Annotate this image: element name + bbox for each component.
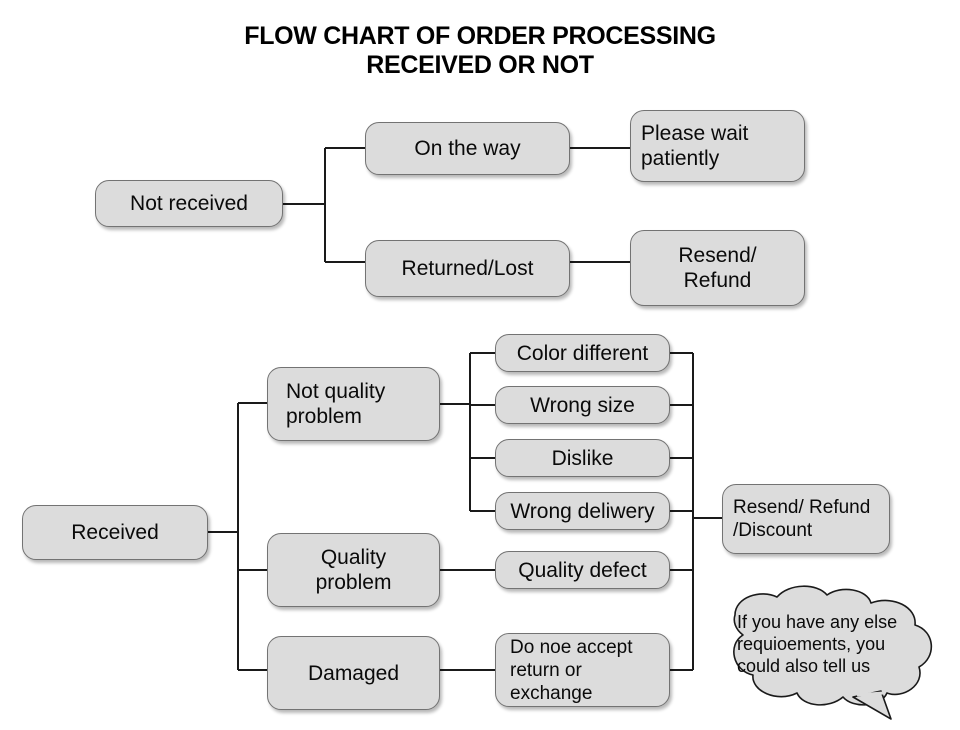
node-resend-refund[interactable]: Resend/ Refund <box>630 230 805 306</box>
page-title: FLOW CHART OF ORDER PROCESSING RECEIVED … <box>244 22 716 79</box>
node-label: Returned/Lost <box>401 257 534 280</box>
node-label: Wrong size <box>530 393 635 417</box>
node-label: Resend/ Refund <box>678 244 757 292</box>
callout-bubble[interactable]: If you have any else requioements, you c… <box>705 585 945 725</box>
node-wrong-size[interactable]: Wrong size <box>495 386 670 424</box>
node-label: Quality problem <box>315 546 392 594</box>
node-wrong-deliwery[interactable]: Wrong deliwery <box>495 492 670 530</box>
node-label: On the way <box>414 137 521 160</box>
node-label: Quality defect <box>518 558 647 582</box>
callout-text: If you have any else requioements, you c… <box>737 612 898 676</box>
node-damaged[interactable]: Damaged <box>267 636 440 710</box>
node-quality-defect[interactable]: Quality defect <box>495 551 670 589</box>
node-label: Resend/ Refund /Discount <box>733 497 871 541</box>
node-label: Color different <box>516 341 649 365</box>
node-quality-problem[interactable]: Quality problem <box>267 533 440 607</box>
node-please-wait-patiently[interactable]: Please wait patiently <box>630 110 805 182</box>
node-not-quality-problem[interactable]: Not quality problem <box>267 367 440 441</box>
node-do-not-accept-return-or-exchange[interactable]: Do noe accept return or exchange <box>495 633 670 707</box>
callout-bubble-shape <box>733 585 933 720</box>
node-dislike[interactable]: Dislike <box>495 439 670 477</box>
node-label: Wrong deliwery <box>510 499 655 523</box>
node-label: Dislike <box>551 446 614 470</box>
node-label: Please wait patiently <box>641 122 749 170</box>
node-color-different[interactable]: Color different <box>495 334 670 372</box>
node-on-the-way[interactable]: On the way <box>365 122 570 175</box>
node-label: Received <box>71 521 159 544</box>
node-label: Do noe accept return or exchange <box>510 636 633 704</box>
node-received[interactable]: Received <box>22 505 208 560</box>
node-label: Damaged <box>307 661 400 685</box>
node-label: Not quality problem <box>286 380 386 428</box>
node-not-received[interactable]: Not received <box>95 180 283 227</box>
node-returned-lost[interactable]: Returned/Lost <box>365 240 570 297</box>
node-resend-refund-discount[interactable]: Resend/ Refund /Discount <box>722 484 890 554</box>
node-label: Not received <box>130 192 248 215</box>
